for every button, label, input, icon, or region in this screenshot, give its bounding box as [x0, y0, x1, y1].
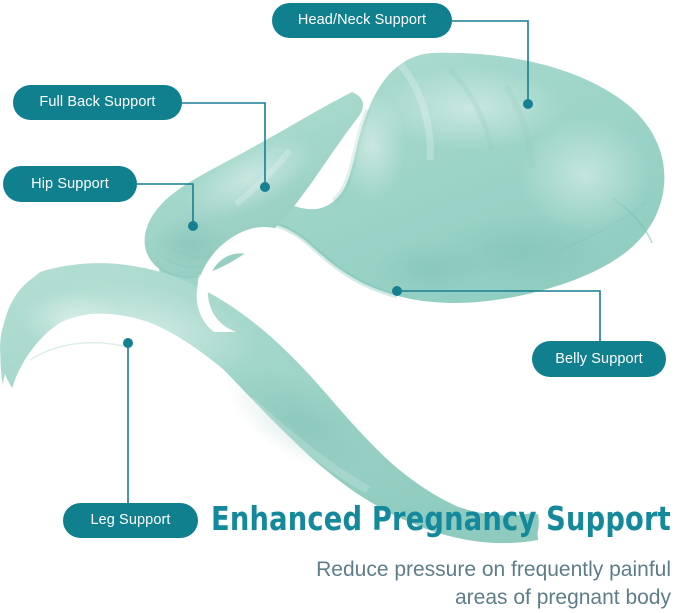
callout-hip-support[interactable]: Hip Support: [3, 166, 137, 202]
callout-full-back-support[interactable]: Full Back Support: [13, 85, 182, 120]
dot-full-back: [260, 182, 270, 192]
dot-belly: [392, 286, 402, 296]
dot-hip: [188, 221, 198, 231]
callout-belly-support[interactable]: Belly Support: [532, 341, 666, 377]
callout-head-neck-support[interactable]: Head/Neck Support: [272, 3, 452, 38]
pillow-main-body: [159, 52, 665, 333]
callout-label: Leg Support: [90, 512, 171, 529]
callout-label: Hip Support: [31, 175, 109, 192]
subheadline-line-2: areas of pregnant body: [455, 585, 671, 609]
callout-dots: [123, 99, 533, 348]
pillow-inner-cutout: [196, 226, 384, 332]
connector-belly: [401, 290, 601, 341]
callout-connectors: [127, 20, 601, 503]
callout-label: Belly Support: [555, 350, 643, 367]
callout-label: Head/Neck Support: [297, 12, 427, 29]
connector-full-back: [182, 102, 266, 183]
dot-head-neck: [523, 99, 533, 109]
pillow-leg-bolster: [0, 263, 539, 544]
dot-leg: [123, 338, 133, 348]
connector-head-neck: [452, 20, 529, 100]
subheadline-line-1: Reduce pressure on frequently painful: [316, 558, 671, 581]
callout-leg-support[interactable]: Leg Support: [63, 503, 198, 538]
pillow-upper-arm: [144, 92, 364, 279]
callout-label: Full Back Support: [39, 94, 156, 111]
connector-hip: [137, 183, 194, 222]
subheadline: Reduce pressure on frequently painful ar…: [316, 556, 671, 611]
headline: Enhanced Pregnancy Support: [211, 499, 671, 538]
